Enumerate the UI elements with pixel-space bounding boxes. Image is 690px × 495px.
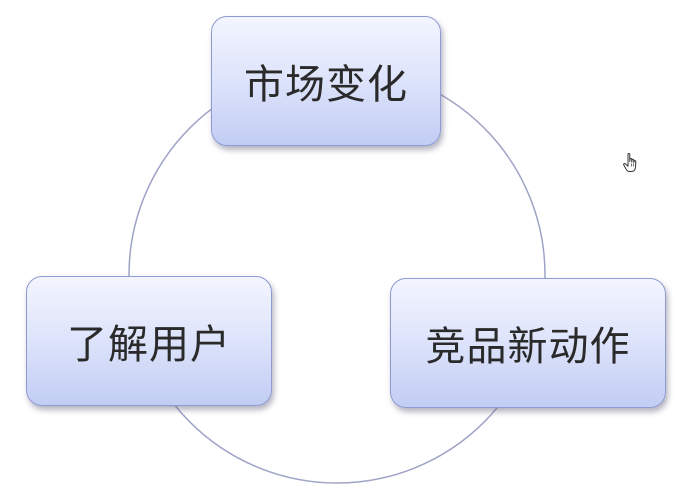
node-understand-users-label: 了解用户 xyxy=(67,322,231,368)
node-understand-users: 了解用户 xyxy=(26,276,272,406)
node-market-change-label: 市场变化 xyxy=(244,62,408,108)
node-market-change: 市场变化 xyxy=(211,16,441,146)
node-competitor-moves-label: 竞品新动作 xyxy=(425,324,631,370)
hand-pointer-icon xyxy=(623,152,637,172)
node-competitor-moves: 竞品新动作 xyxy=(390,278,666,408)
